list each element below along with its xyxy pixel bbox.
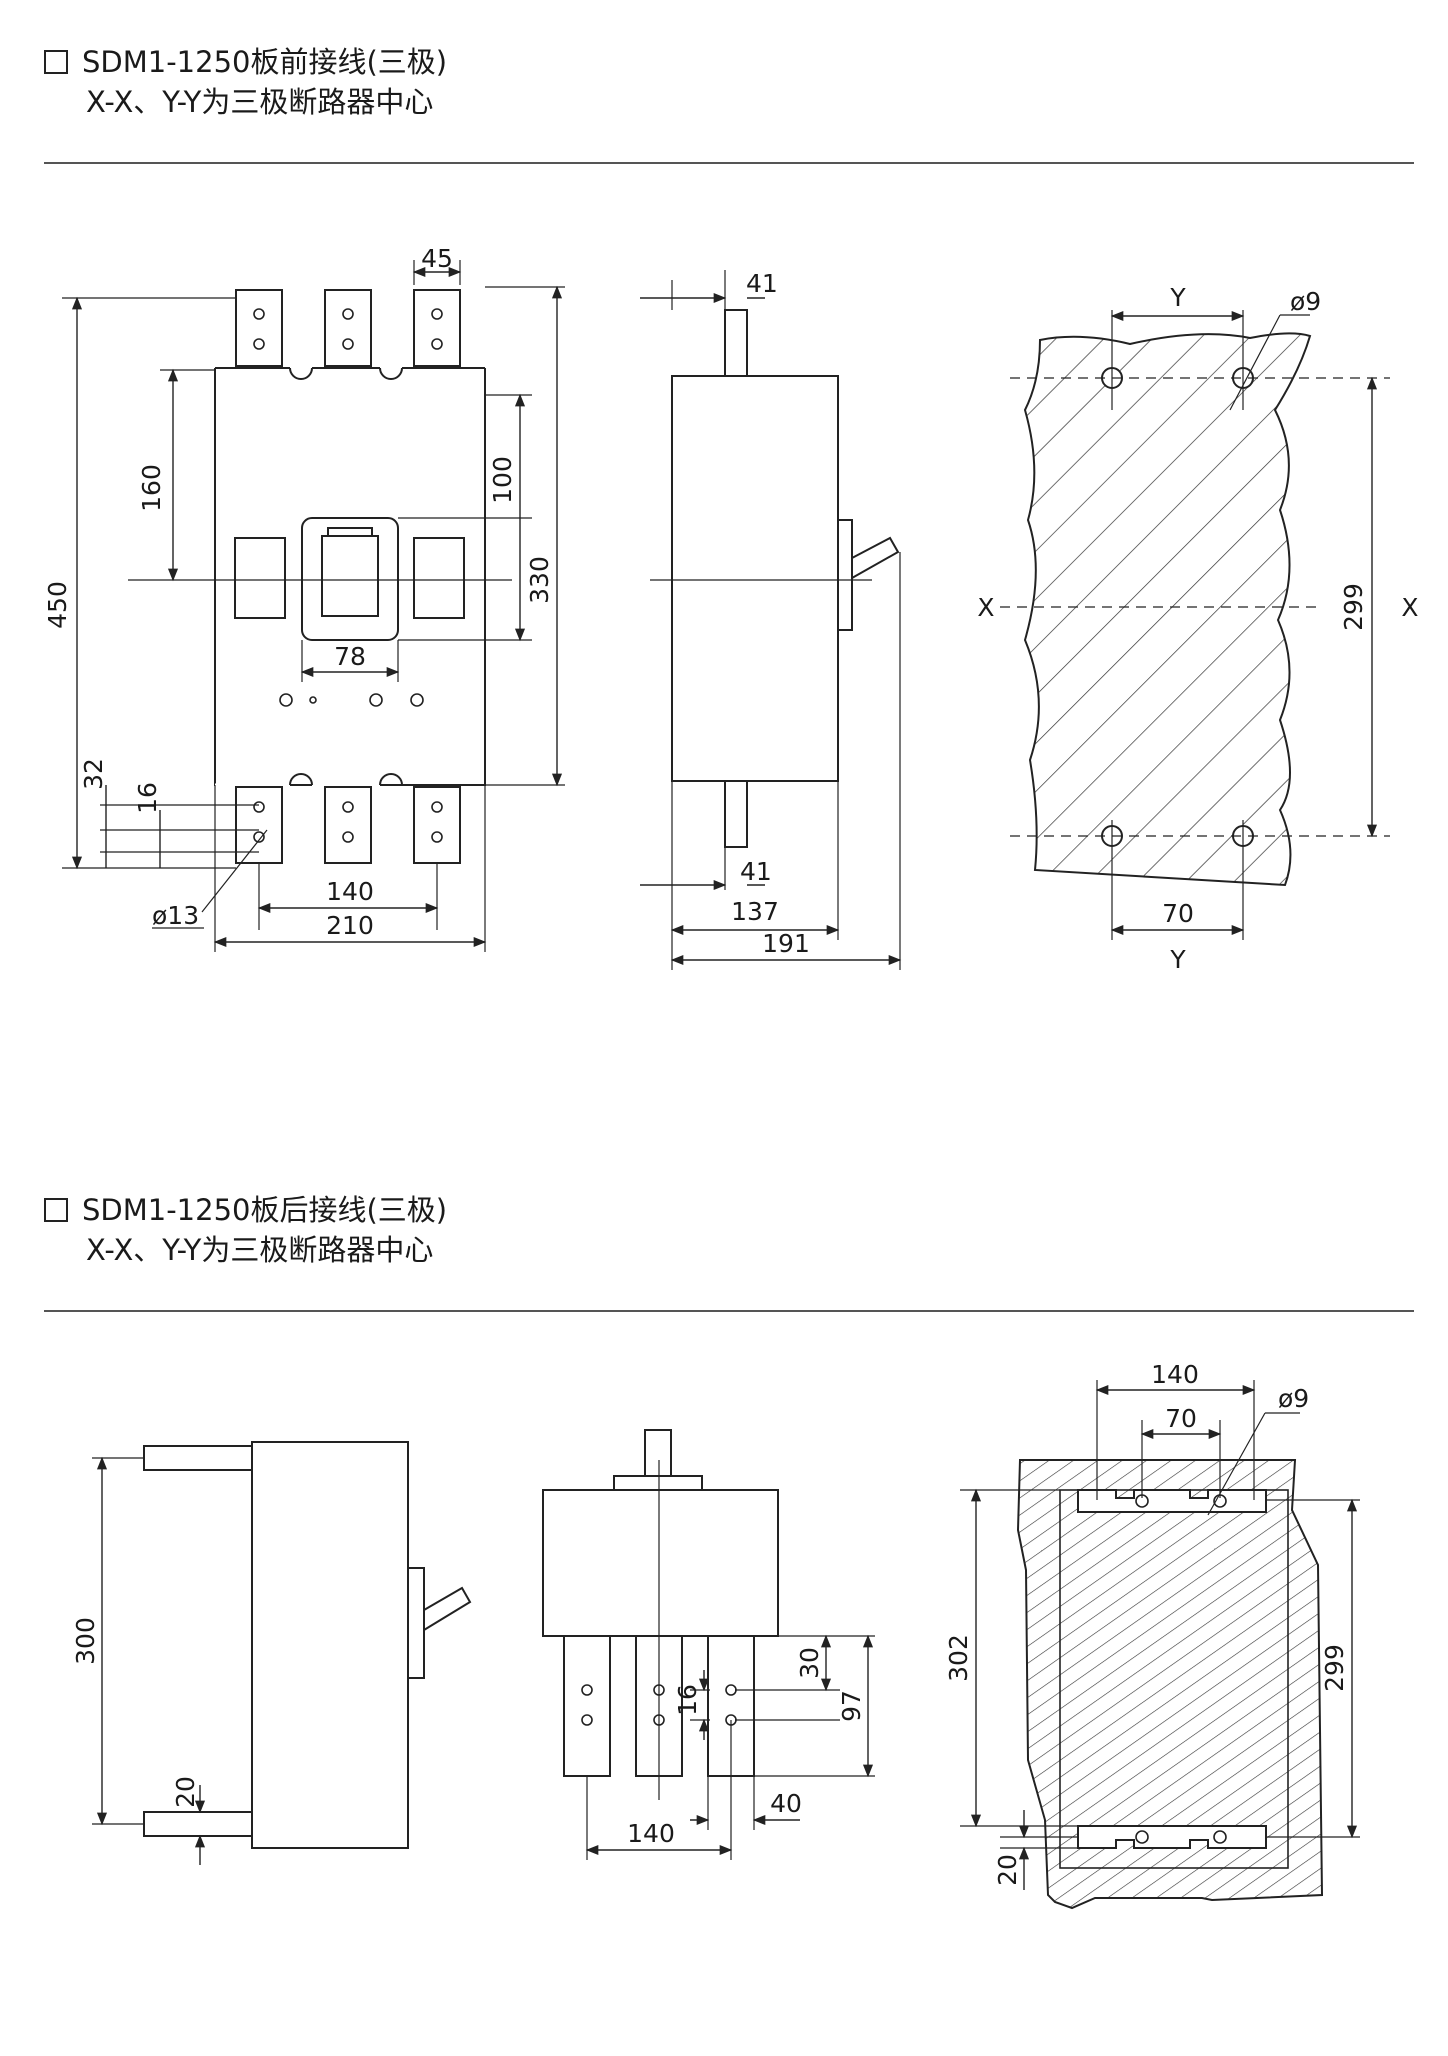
mounting-view-front-connection <box>1000 310 1390 940</box>
section2-title-line: SDM1-1250板后接线(三极) <box>44 1190 447 1230</box>
rear-terminal-1 <box>563 1635 611 1777</box>
bottom-terminal-2 <box>324 786 372 864</box>
handle-lever <box>851 536 900 579</box>
dim-phi13-label: ø13 <box>152 901 199 930</box>
section1-header: SDM1-1250板前接线(三极) X-X、Y-Y为三极断路器中心 <box>44 42 447 122</box>
bottom-notch-2 <box>379 773 403 786</box>
terminal-holes <box>253 308 443 843</box>
mounting-view-rear-connection <box>960 1380 1360 1910</box>
top-terminal-1 <box>235 289 283 367</box>
breaker-body <box>214 368 486 786</box>
rear-front-dim-97-label: 97 <box>837 1690 866 1722</box>
bottom-stud <box>724 780 748 848</box>
hatched-panel <box>1023 332 1312 887</box>
dim-160-label: 160 <box>137 464 166 512</box>
rear-side-dim-20-label: 20 <box>171 1776 200 1808</box>
rear-front-dim-16-label: 16 <box>673 1684 702 1716</box>
top-notch-1 <box>289 367 313 380</box>
front-view-front-connection <box>214 289 486 864</box>
dim-100-label: 100 <box>488 456 517 504</box>
dim-210-label: 210 <box>326 911 374 940</box>
bottom-terminal-3 <box>413 786 461 864</box>
section2-header: SDM1-1250板后接线(三极) X-X、Y-Y为三极断路器中心 <box>44 1190 447 1270</box>
handle-stub <box>644 1429 672 1477</box>
upper-rear-stud <box>143 1445 253 1471</box>
top-stud <box>724 309 748 377</box>
rear-front-dim-40-label: 40 <box>770 1789 802 1818</box>
dim-45-label: 45 <box>421 244 453 273</box>
side-body <box>671 375 839 782</box>
mount-x-right-label: X <box>1401 593 1418 622</box>
checkbox-square-icon <box>44 50 68 74</box>
rear-body <box>542 1489 779 1637</box>
dim-450-label: 450 <box>43 581 72 629</box>
top-terminal-2 <box>324 289 372 367</box>
handle-base-rear <box>407 1567 425 1679</box>
handle-frame <box>301 517 399 641</box>
handle-lever-rear <box>423 1586 472 1631</box>
side-view-front-connection <box>671 309 900 848</box>
rear-mount-phi9-label: ø9 <box>1278 1384 1309 1413</box>
side-dim-191-label: 191 <box>762 929 810 958</box>
section2-divider <box>44 1310 1414 1312</box>
section2-drawings: 300 20 30 97 16 40 140 <box>71 1360 1360 1910</box>
rear-front-dim-140-label: 140 <box>627 1819 675 1848</box>
lower-rear-stud <box>143 1811 253 1837</box>
section1-subtitle: X-X、Y-Y为三极断路器中心 <box>86 85 434 119</box>
mount-x-left-label: X <box>977 593 994 622</box>
bottom-busbar-slots <box>1077 1825 1267 1849</box>
rear-mount-299-label: 299 <box>1320 1644 1349 1692</box>
left-window <box>234 537 286 619</box>
dim-32-label: 32 <box>79 758 108 790</box>
side-dim-137-label: 137 <box>731 897 779 926</box>
checkbox-square-icon <box>44 1198 68 1222</box>
rear-mount-70-label: 70 <box>1165 1404 1197 1433</box>
rear-mount-302-label: 302 <box>944 1634 973 1682</box>
dim-78-label: 78 <box>334 642 366 671</box>
side-body-rear <box>251 1441 409 1849</box>
top-notch-2 <box>379 367 403 380</box>
top-terminal-3 <box>413 289 461 367</box>
rear-hatched-panel <box>1016 1459 1324 1910</box>
dim-330-label: 330 <box>525 556 554 604</box>
mount-70-label: 70 <box>1162 899 1194 928</box>
bottom-notch-1 <box>289 773 313 786</box>
section1-divider <box>44 162 1414 164</box>
dim-16-label: 16 <box>133 782 162 814</box>
rear-front-dim-30-label: 30 <box>795 1647 824 1679</box>
mount-phi9-label: ø9 <box>1290 287 1321 316</box>
section2-subtitle: X-X、Y-Y为三极断路器中心 <box>86 1233 434 1267</box>
side-dim-41-bottom-label: 41 <box>740 857 772 886</box>
rear-mount-140-label: 140 <box>1151 1360 1199 1389</box>
right-window <box>413 537 465 619</box>
dim-140-label: 140 <box>326 877 374 906</box>
top-busbar-slots <box>1077 1489 1267 1513</box>
rear-mount-20-label: 20 <box>993 1854 1022 1886</box>
handle-base <box>837 519 853 631</box>
side-dim-41-top-label: 41 <box>746 269 778 298</box>
mount-y-bottom-label: Y <box>1169 945 1186 974</box>
section1-title-line: SDM1-1250板前接线(三极) <box>44 42 447 82</box>
rear-side-dim-300-label: 300 <box>71 1617 100 1665</box>
section1-title: SDM1-1250板前接线(三极) <box>82 45 448 79</box>
mount-299-label: 299 <box>1339 583 1368 631</box>
section2-title: SDM1-1250板后接线(三极) <box>82 1193 448 1227</box>
handle <box>321 535 379 617</box>
section1-drawings: 450 160 45 100 330 78 32 16 140 210 ø13 … <box>43 244 1419 974</box>
mount-y-top-label: Y <box>1169 283 1186 312</box>
